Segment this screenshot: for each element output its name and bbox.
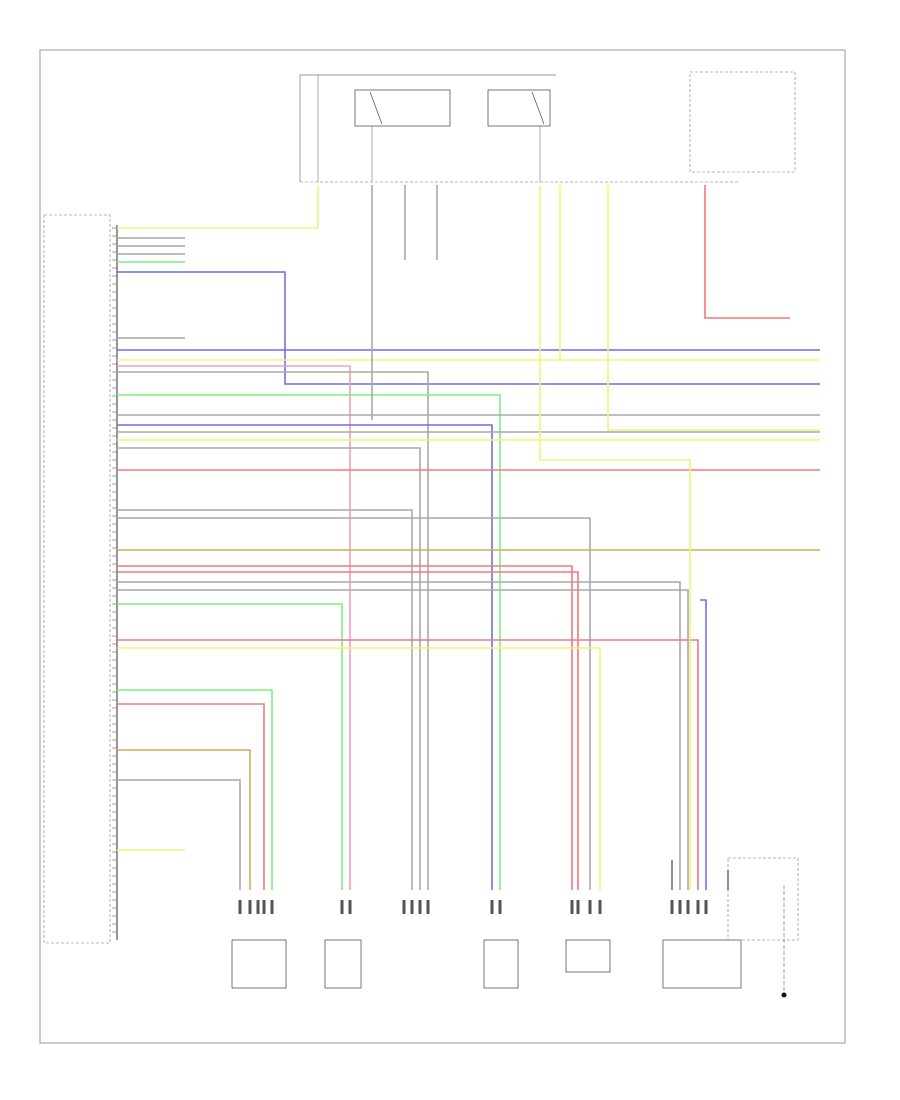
terminal bbox=[348, 900, 352, 914]
wire-red bbox=[117, 639, 699, 890]
terminal bbox=[686, 900, 690, 914]
terminal bbox=[262, 900, 266, 914]
wire-gray bbox=[117, 371, 429, 890]
wire-yellow bbox=[607, 185, 820, 431]
component-box-1 bbox=[231, 939, 287, 989]
component-box-6 bbox=[727, 857, 799, 941]
terminal bbox=[256, 900, 260, 914]
terminal bbox=[696, 900, 700, 914]
terminal bbox=[402, 900, 406, 914]
relay-left bbox=[354, 89, 451, 127]
relay-right bbox=[487, 89, 551, 127]
terminal bbox=[248, 900, 252, 914]
wire-yellow bbox=[117, 185, 319, 229]
wire-gray bbox=[117, 447, 421, 890]
component-box-4 bbox=[565, 939, 611, 973]
component-box-3 bbox=[483, 939, 519, 989]
terminal bbox=[498, 900, 502, 914]
terminal bbox=[598, 900, 602, 914]
wire-gray bbox=[117, 589, 689, 890]
terminal bbox=[418, 900, 422, 914]
terminal bbox=[270, 900, 274, 914]
terminal bbox=[410, 900, 414, 914]
wire-blue bbox=[117, 271, 820, 385]
bottom-components bbox=[231, 857, 799, 998]
terminal bbox=[704, 900, 708, 914]
wire-green bbox=[117, 394, 501, 890]
terminal bbox=[678, 900, 682, 914]
right-top-box bbox=[689, 71, 796, 173]
terminal bbox=[576, 900, 580, 914]
wire-red bbox=[117, 565, 573, 890]
ecu-connector bbox=[43, 214, 118, 944]
wire-gray bbox=[117, 509, 413, 890]
wire-red bbox=[117, 571, 579, 890]
wire-yellow bbox=[117, 647, 601, 890]
ground-point bbox=[781, 992, 787, 998]
wire-orange bbox=[117, 749, 251, 890]
diagram-frame bbox=[39, 49, 846, 1044]
terminal bbox=[570, 900, 574, 914]
component-box-5 bbox=[662, 939, 742, 989]
terminal bbox=[670, 900, 674, 914]
wire-gray bbox=[117, 517, 591, 890]
wire-red bbox=[704, 185, 790, 319]
wire-layer bbox=[112, 185, 820, 933]
wire-green bbox=[117, 603, 343, 890]
wire-gray bbox=[117, 779, 241, 890]
terminal bbox=[588, 900, 592, 914]
terminal bbox=[490, 900, 494, 914]
terminal bbox=[340, 900, 344, 914]
wire-gray bbox=[117, 581, 681, 890]
terminal bbox=[238, 900, 242, 914]
wire-yellow bbox=[539, 185, 691, 890]
terminal bbox=[426, 900, 430, 914]
fuse-relay-block bbox=[299, 74, 738, 183]
wire-blue bbox=[700, 599, 707, 890]
component-box-2 bbox=[324, 939, 362, 989]
wire-pink bbox=[117, 365, 351, 890]
wire-red bbox=[117, 703, 265, 890]
wire-green bbox=[117, 689, 273, 890]
wire-blue bbox=[117, 424, 493, 890]
